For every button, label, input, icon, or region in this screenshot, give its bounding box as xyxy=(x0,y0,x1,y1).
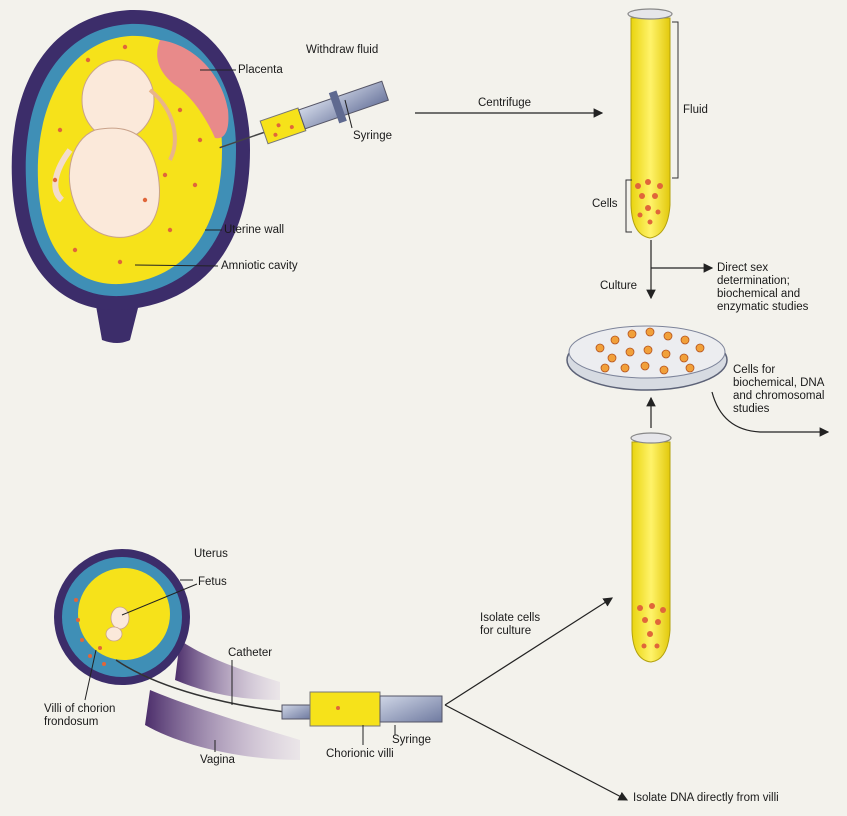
test-tube-top xyxy=(628,9,672,238)
label-fetus: Fetus xyxy=(198,576,227,589)
label-uterus: Uterus xyxy=(194,548,228,561)
label-syringe-top: Syringe xyxy=(353,130,392,143)
petri-dish xyxy=(567,326,727,390)
label-withdraw-fluid: Withdraw fluid xyxy=(306,44,378,57)
label-cells-for: Cells for biochemical, DNA and chromosom… xyxy=(733,364,824,416)
uterus-amniocentesis xyxy=(12,10,250,343)
label-isolate-cells: Isolate cells for culture xyxy=(480,612,540,638)
label-syringe-bottom: Syringe xyxy=(392,734,431,747)
label-vagina: Vagina xyxy=(200,754,235,767)
syringe-bottom xyxy=(282,692,442,726)
label-uterine-wall: Uterine wall xyxy=(224,224,284,237)
label-placenta: Placenta xyxy=(238,64,283,77)
label-amniotic-cavity: Amniotic cavity xyxy=(221,260,298,273)
label-direct-sex: Direct sex determination; biochemical an… xyxy=(717,262,808,314)
label-villi-chorion: Villi of chorion frondosum xyxy=(44,703,115,729)
label-fluid: Fluid xyxy=(683,104,708,117)
label-culture: Culture xyxy=(600,280,637,293)
label-chorionic-villi: Chorionic villi xyxy=(326,748,394,761)
label-catheter: Catheter xyxy=(228,647,272,660)
label-isolate-dna: Isolate DNA directly from villi xyxy=(633,792,779,805)
test-tube-bottom xyxy=(631,433,671,662)
label-cells: Cells xyxy=(592,198,618,211)
label-centrifuge: Centrifuge xyxy=(478,97,531,110)
